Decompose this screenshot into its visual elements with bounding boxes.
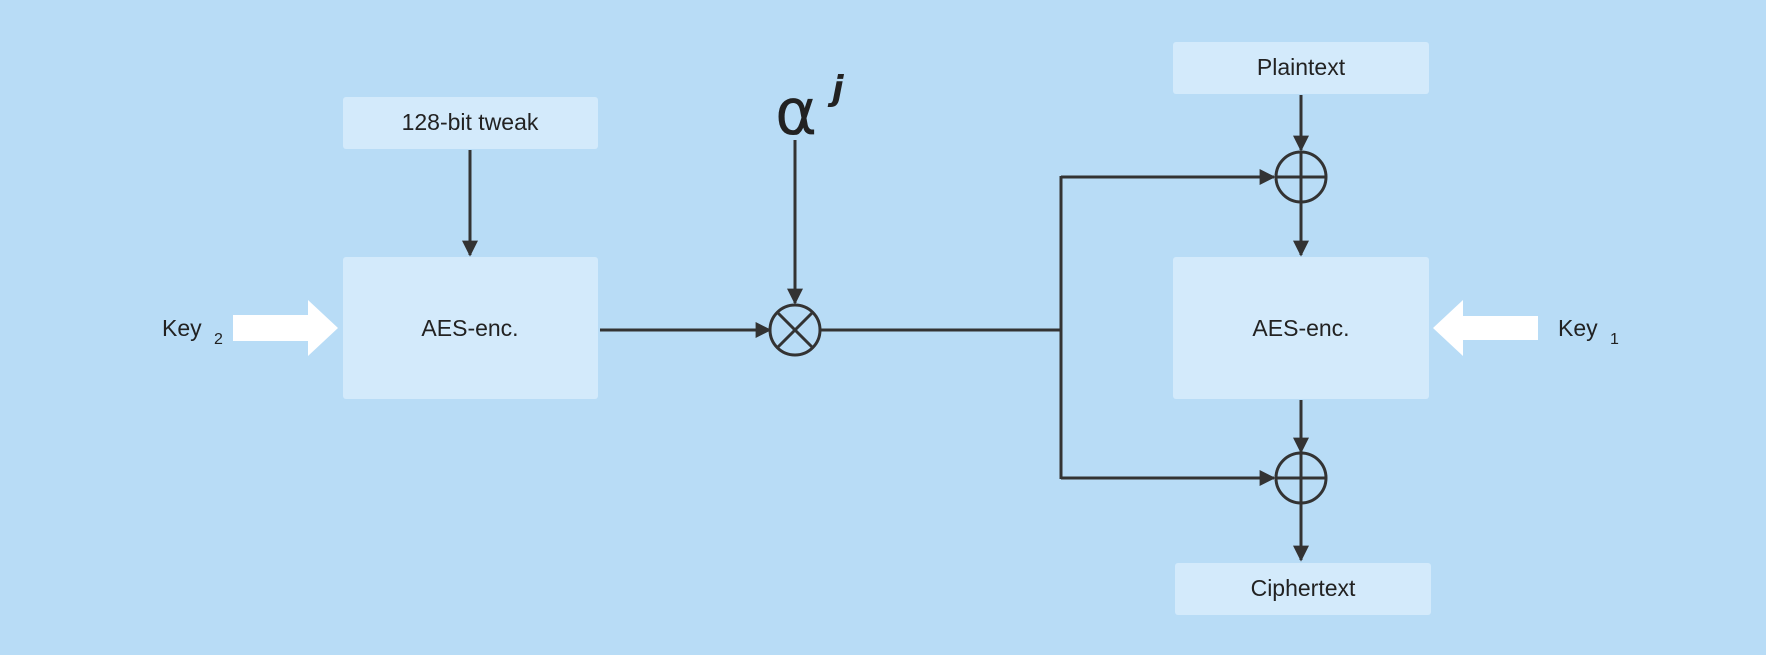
bottom-xor-operator-icon [1274, 451, 1328, 505]
key-2-subscript: 2 [214, 331, 223, 348]
key-2-label: Key 2 [162, 315, 223, 348]
ciphertext-box: Ciphertext [1175, 563, 1431, 615]
tweak-label: 128-bit tweak [402, 109, 539, 135]
ciphertext-label: Ciphertext [1251, 575, 1356, 601]
svg-text:Key 1: Key 1 [1558, 315, 1619, 348]
key-1-arrow [1433, 300, 1538, 356]
key-2-arrow [233, 300, 338, 356]
aes-enc-right-box: AES-enc. [1173, 257, 1429, 399]
key-1-subscript: 1 [1610, 331, 1619, 348]
svg-text:Key 2: Key 2 [162, 315, 223, 348]
aes-enc-right-label: AES-enc. [1252, 315, 1349, 341]
plaintext-label: Plaintext [1257, 54, 1346, 80]
tweak-box: 128-bit tweak [343, 97, 598, 149]
top-xor-operator-icon [1274, 150, 1328, 204]
multiply-operator-icon [768, 303, 822, 357]
alpha-symbol: α [775, 76, 817, 150]
key-2-text: Key [162, 315, 202, 341]
aes-enc-left-label: AES-enc. [421, 315, 518, 341]
alpha-j-label: α j [775, 69, 845, 150]
aes-enc-left-box: AES-enc. [343, 257, 598, 399]
plaintext-box: Plaintext [1173, 42, 1429, 94]
key-1-text: Key [1558, 315, 1598, 341]
alpha-exponent: j [827, 69, 845, 109]
key-1-label: Key 1 [1558, 315, 1619, 348]
